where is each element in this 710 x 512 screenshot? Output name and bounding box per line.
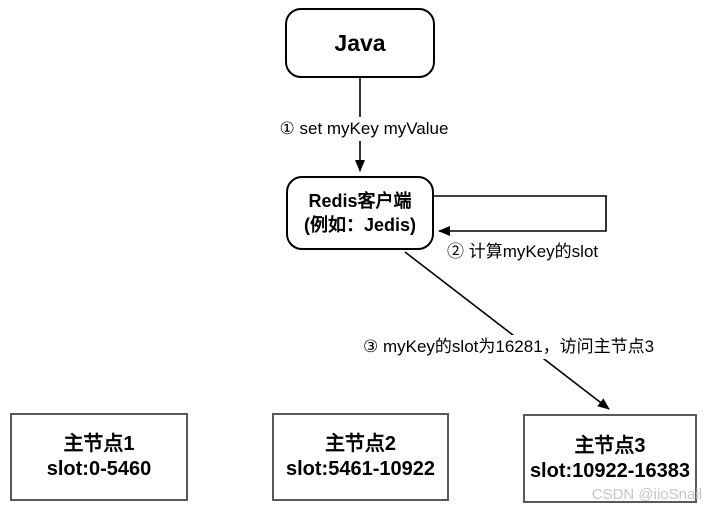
master-node-1-slot-range: slot:0-5460 [46,458,152,480]
redis-client-label-line2: (例如：Jedis) [303,215,417,235]
step2-label-compute-slot: ② 计算myKey的slot [447,240,599,264]
arrow-redis-self-loop [434,195,607,236]
java-node-label: Java [334,29,386,56]
arrow-redis-to-master3 [404,251,610,410]
redis-client-label-line1: Redis客户端 [308,191,412,211]
master-node-3: 主节点3 slot:10922-16383 [523,414,697,503]
master-node-3-name: 主节点3 [574,434,646,457]
master-node-2-name: 主节点2 [324,433,397,455]
master-node-1-name: 主节点1 [63,433,135,455]
step3-label-access-master3: ③ myKey的slot为16281，访问主节点3 [363,335,655,359]
java-node: Java [285,8,435,78]
master-node-2: 主节点2 slot:5461-10922 [272,413,449,501]
step1-label-set-command: ① set myKey myValue [260,117,468,141]
master-node-2-slot-range: slot:5461-10922 [286,458,435,480]
csdn-watermark: CSDN @iioSnail [591,486,702,503]
master-node-3-slot-range: slot:10922-16383 [529,459,691,482]
master-node-1: 主节点1 slot:0-5460 [10,413,188,501]
redis-client-node: Redis客户端 (例如：Jedis) [286,176,434,250]
